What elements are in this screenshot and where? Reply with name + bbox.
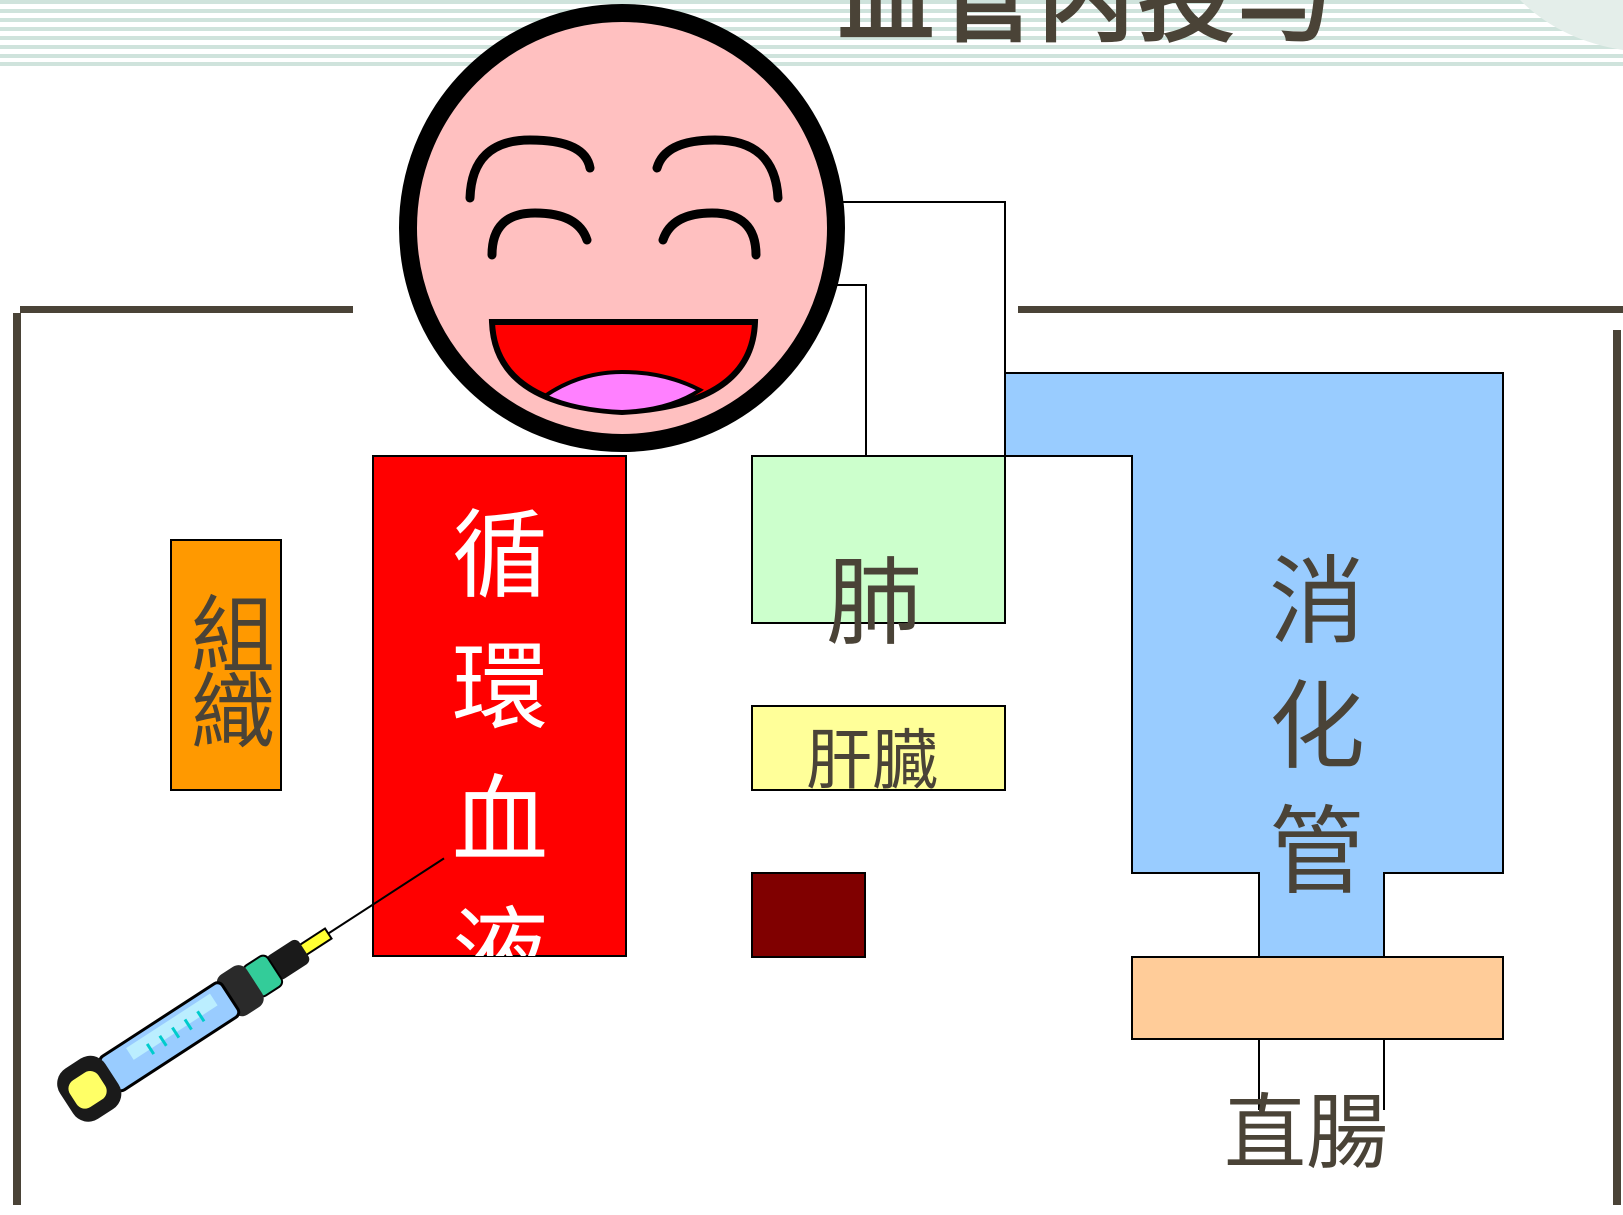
liver-label: 肝臓 [806, 722, 938, 799]
blood-label: 循 環 血 液 [445, 490, 555, 956]
liver-box [751, 705, 1006, 791]
blood-label-char-4: 液 [452, 897, 548, 956]
rectum-box [1131, 956, 1504, 1040]
connector-line-outer [842, 201, 1006, 373]
smiling-face-icon [399, 4, 845, 452]
tissue-box [170, 539, 282, 791]
lung-box [751, 455, 1006, 624]
gut-label: 消 化 管 [1262, 540, 1372, 914]
gut-label-char-3: 管 [1269, 795, 1365, 908]
gut-label-char-2: 化 [1269, 670, 1365, 783]
tissue-label: 組 織 [185, 587, 281, 763]
blood-label-char-1: 循 [452, 500, 548, 612]
tissue-label-char-1: 組 [190, 587, 275, 685]
lung-label: 肺 [826, 547, 922, 659]
blood-label-char-2: 環 [452, 632, 548, 745]
syringe-icon [57, 857, 445, 1122]
digestive-tract-shape [1004, 372, 1504, 958]
body-outline [13, 306, 1623, 1205]
connector-line-inner [834, 284, 867, 456]
gut-label-char-1: 消 [1269, 546, 1365, 658]
tissue-label-char-2: 織 [190, 664, 275, 763]
blood-box [372, 455, 627, 957]
small-box [751, 872, 866, 958]
blood-label-char-3: 血 [452, 764, 548, 877]
rectum-label: 直腸 [1224, 1086, 1389, 1181]
page-title: 血管内投与 [838, 0, 1338, 56]
